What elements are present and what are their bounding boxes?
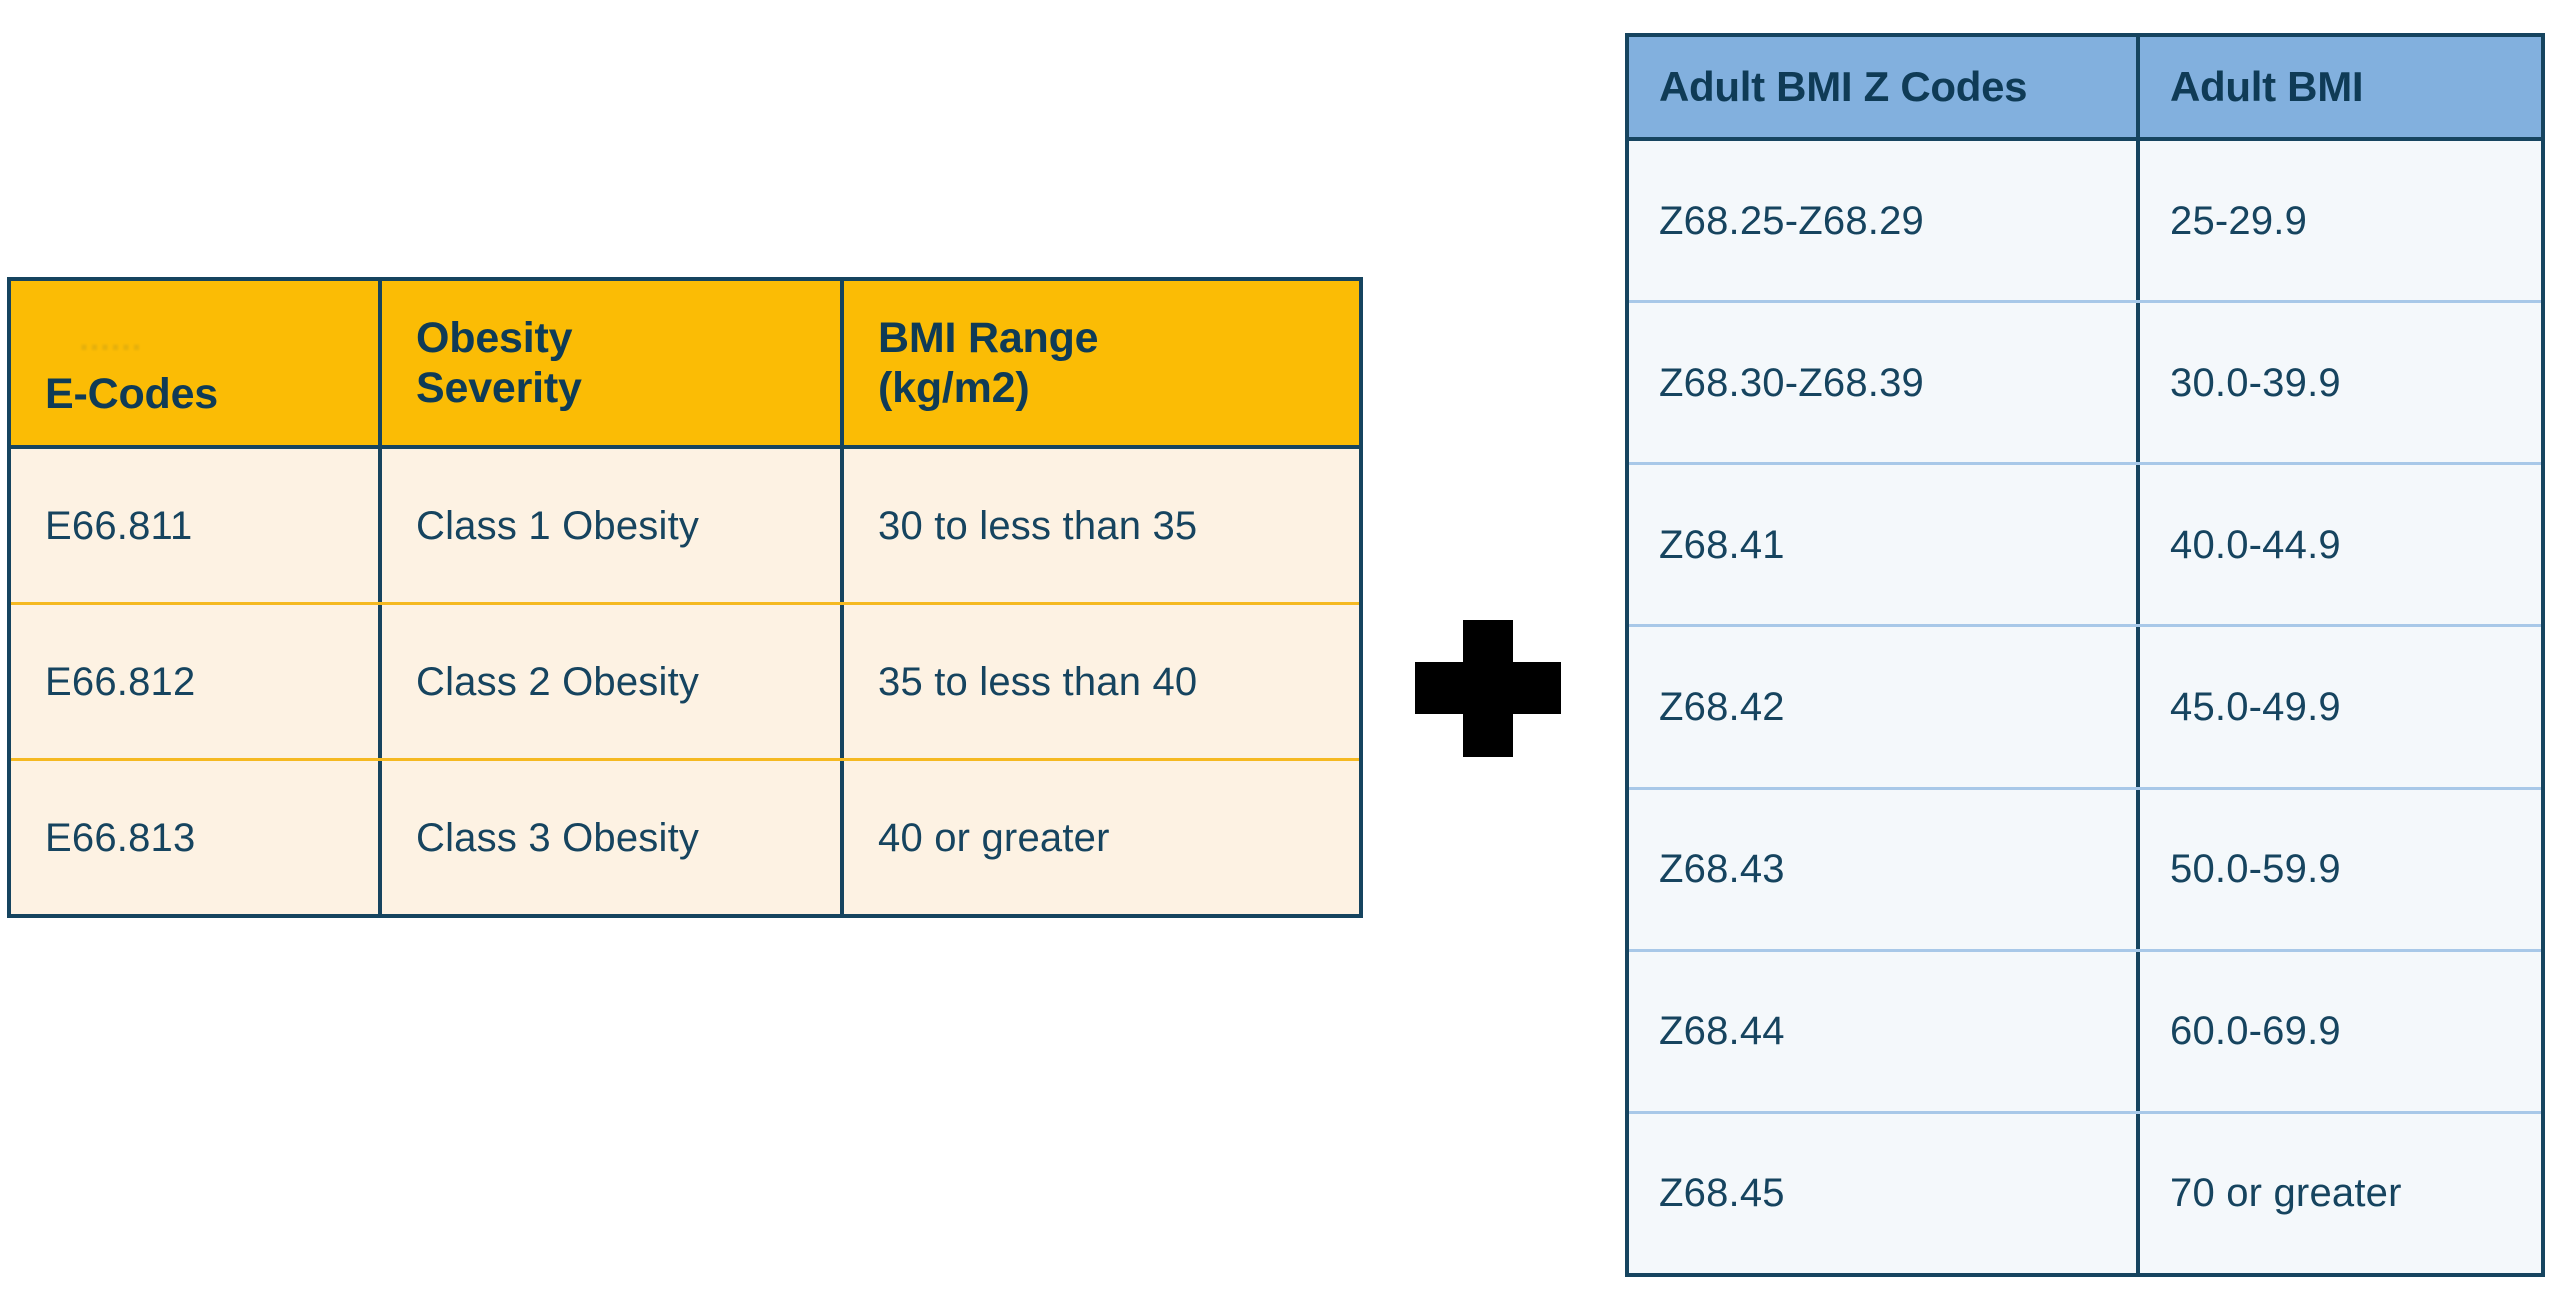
zcode-cell-code: Z68.30-Z68.39 [1629,303,2140,463]
ecode-header-cell-bmi-range: BMI Range (kg/m2) [844,281,1359,445]
zcode-cell-bmi: 70 or greater [2140,1114,2541,1273]
ecode-value-code: E66.811 [45,503,193,548]
zcode-cell-code: Z68.25-Z68.29 [1629,141,2140,301]
ecode-table: ...... E-Codes Obesity Severity BMI Rang… [7,277,1363,918]
zcode-value-bmi: 30.0-39.9 [2170,360,2341,405]
zcode-value-code: Z68.42 [1659,684,1785,729]
zcode-value-bmi: 45.0-49.9 [2170,684,2341,729]
ghost-artifact-text: ...... [79,317,143,358]
zcode-cell-code: Z68.45 [1629,1113,2140,1273]
zcode-value-code: Z68.41 [1659,522,1785,567]
zcode-cell-bmi: 50.0-59.9 [2140,790,2541,949]
zcode-value-bmi: 70 or greater [2170,1171,2402,1216]
zcode-value-bmi: 25-29.9 [2170,198,2308,243]
zcode-header-label-0: Adult BMI Z Codes [1659,62,2028,110]
table-row: Z68.44 60.0-69.9 [1629,951,2541,1114]
table-row: Z68.41 40.0-44.9 [1629,465,2541,628]
ecode-value-bmi-range: 35 to less than 40 [878,659,1198,704]
ecode-value-severity: Class 3 Obesity [416,815,700,860]
ecode-value-code: E66.812 [45,659,196,704]
table-row: Z68.45 70 or greater [1629,1113,2541,1273]
zcode-cell-code: Z68.42 [1629,627,2140,787]
zcode-table: Adult BMI Z Codes Adult BMI Z68.25-Z68.2… [1625,33,2545,1277]
ecode-cell-bmi-range: 30 to less than 35 [844,449,1359,602]
table-row: E66.812 Class 2 Obesity 35 to less than … [11,605,1359,761]
zcode-value-bmi: 40.0-44.9 [2170,522,2341,567]
zcode-value-bmi: 60.0-69.9 [2170,1009,2341,1054]
zcode-value-code: Z68.30-Z68.39 [1659,360,1924,405]
zcode-value-code: Z68.44 [1659,1009,1785,1054]
zcode-value-code: Z68.43 [1659,847,1785,892]
zcode-cell-bmi: 40.0-44.9 [2140,465,2541,624]
ecode-header-label-0: E-Codes [45,369,219,418]
ecode-header-stack: ...... E-Codes [45,281,344,445]
zcode-value-bmi: 50.0-59.9 [2170,847,2341,892]
plus-icon-vertical-bar [1463,620,1513,757]
zcode-cell-bmi: 60.0-69.9 [2140,952,2541,1111]
ecode-header-label-1: Obesity Severity [416,313,582,412]
zcode-cell-bmi: 25-29.9 [2140,141,2541,300]
zcode-value-code: Z68.25-Z68.29 [1659,198,1924,243]
zcode-cell-code: Z68.44 [1629,951,2140,1111]
zcode-cell-code: Z68.43 [1629,789,2140,949]
table-row: Z68.43 50.0-59.9 [1629,789,2541,952]
table-row: E66.811 Class 1 Obesity 30 to less than … [11,449,1359,605]
ecode-cell-bmi-range: 35 to less than 40 [844,605,1359,758]
zcode-table-header-row: Adult BMI Z Codes Adult BMI [1629,37,2541,141]
zcode-header-cell-z-codes: Adult BMI Z Codes [1629,37,2140,137]
ecode-header-stack: BMI Range (kg/m2) [878,281,1325,445]
ecode-cell-bmi-range: 40 or greater [844,761,1359,914]
ecode-value-bmi-range: 30 to less than 35 [878,503,1198,548]
table-row: Z68.42 45.0-49.9 [1629,627,2541,790]
table-row: E66.813 Class 3 Obesity 40 or greater [11,761,1359,914]
ecode-value-bmi-range: 40 or greater [878,815,1110,860]
ecode-table-header-row: ...... E-Codes Obesity Severity BMI Rang… [11,281,1359,449]
ecode-header-label-2: BMI Range (kg/m2) [878,313,1099,412]
ecode-value-severity: Class 1 Obesity [416,503,700,548]
ecode-cell-severity: Class 3 Obesity [382,761,844,914]
table-row: Z68.25-Z68.29 25-29.9 [1629,141,2541,304]
zcode-cell-bmi: 45.0-49.9 [2140,627,2541,786]
ecode-cell-code: E66.813 [11,761,382,914]
ecode-header-cell-e-codes: ...... E-Codes [11,281,382,445]
plus-icon [1415,620,1561,757]
ecode-value-severity: Class 2 Obesity [416,659,700,704]
ecode-cell-code: E66.811 [11,449,382,602]
zcode-header-label-1: Adult BMI [2170,62,2364,110]
table-row: Z68.30-Z68.39 30.0-39.9 [1629,303,2541,466]
ecode-cell-severity: Class 1 Obesity [382,449,844,602]
zcode-cell-code: Z68.41 [1629,465,2140,625]
ecode-header-cell-obesity-severity: Obesity Severity [382,281,844,445]
ecode-value-code: E66.813 [45,815,196,860]
zcode-cell-bmi: 30.0-39.9 [2140,303,2541,462]
ecode-header-stack: Obesity Severity [416,281,806,445]
ecode-cell-code: E66.812 [11,605,382,758]
zcode-header-cell-adult-bmi: Adult BMI [2140,37,2541,137]
zcode-value-code: Z68.45 [1659,1171,1785,1216]
ecode-cell-severity: Class 2 Obesity [382,605,844,758]
